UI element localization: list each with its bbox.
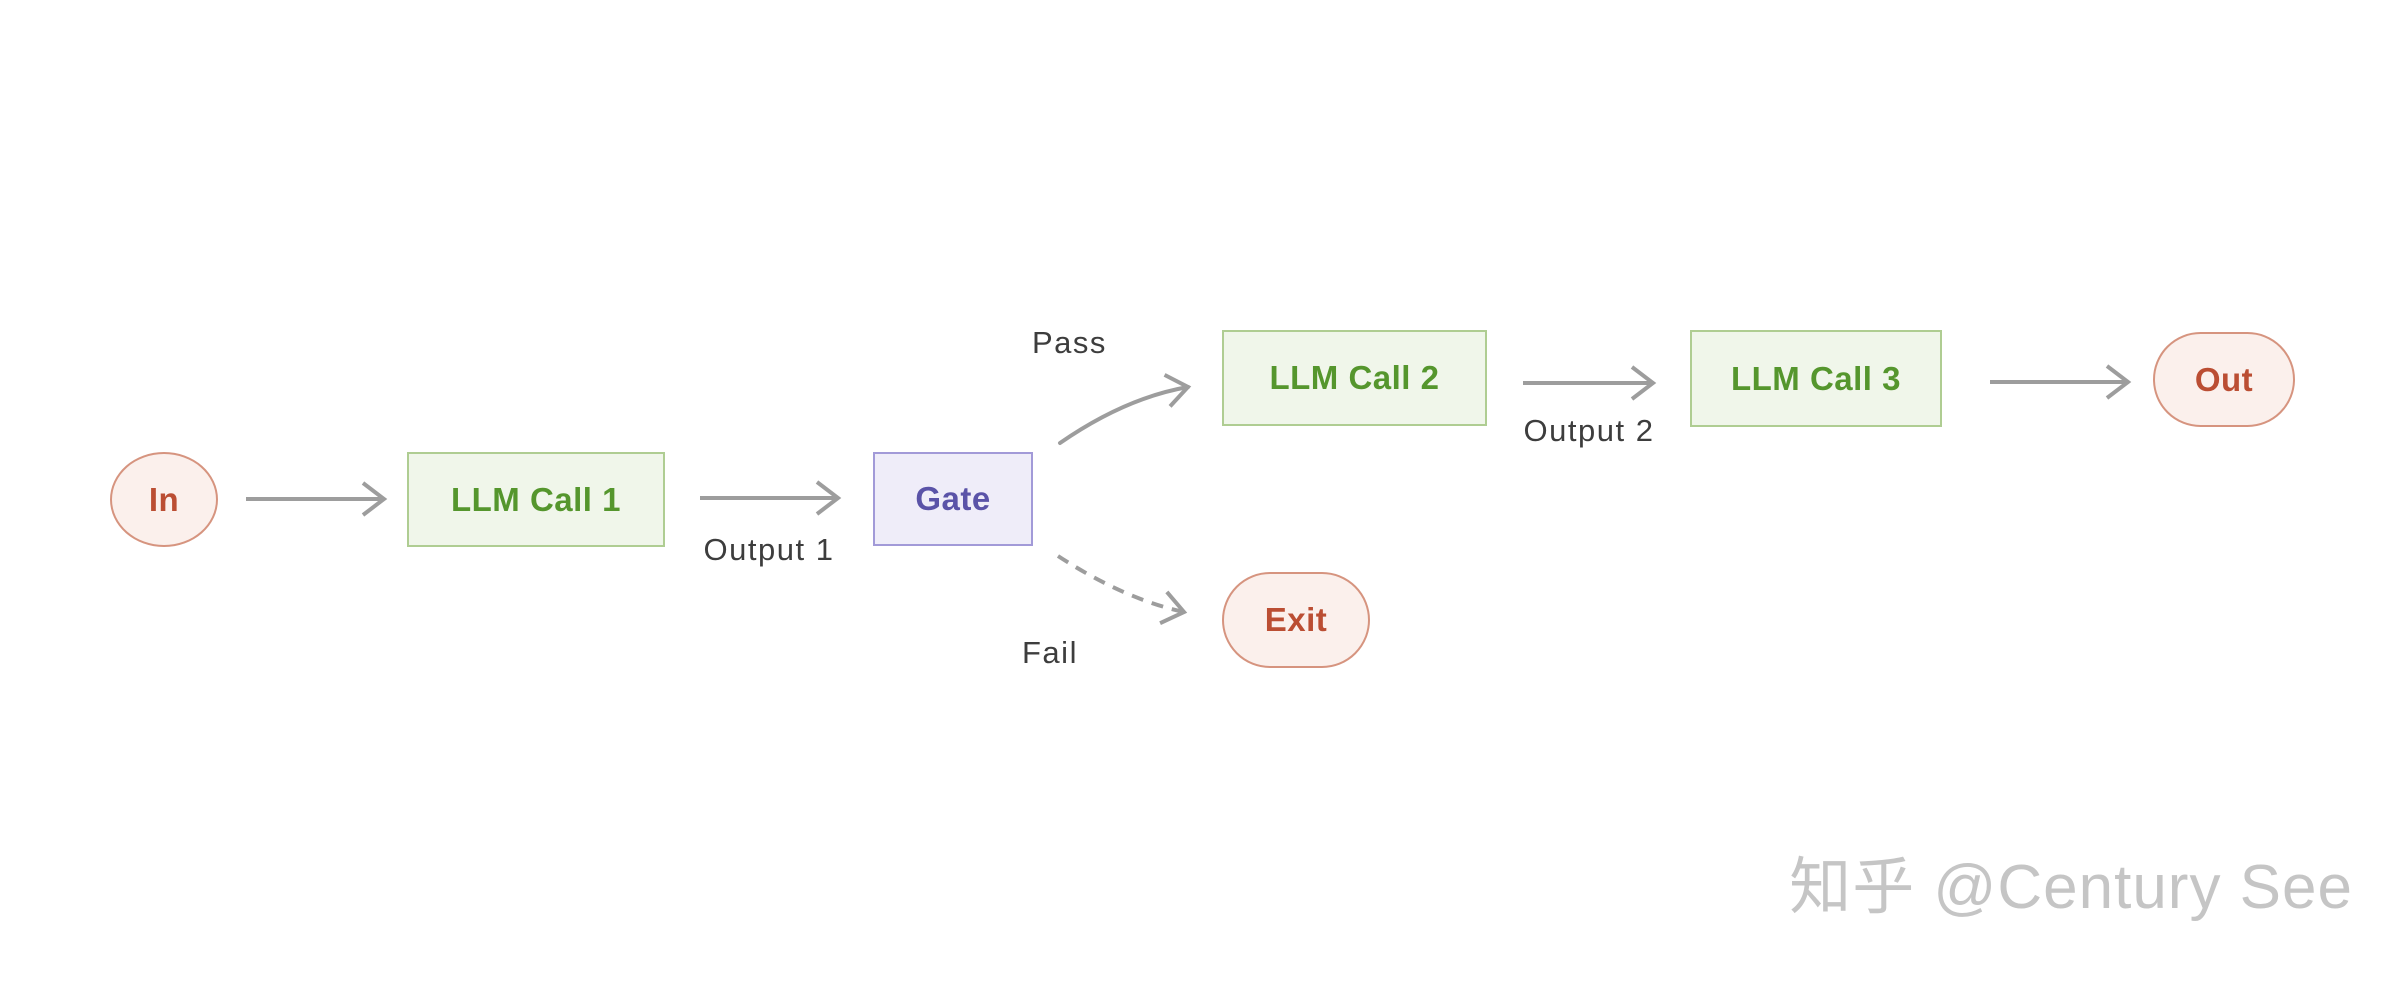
node-llm-call-1: LLM Call 1 [407,452,665,547]
node-exit-label: Exit [1264,601,1328,638]
node-exit: Exit [1222,572,1370,668]
node-out-label: Out [2194,360,2254,398]
node-llm-call-3-label: LLM Call 3 [1730,359,1902,397]
node-llm-call-2: LLM Call 2 [1222,330,1487,426]
edge-gate-pass-to-llm-call-2 [1058,373,1192,445]
edge-label-fail: Fail [1022,635,1078,670]
node-in: In [110,452,218,547]
node-gate: Gate [873,452,1033,546]
node-llm-call-1-label: LLM Call 1 [450,480,622,518]
node-out: Out [2153,332,2295,427]
watermark: 知乎 @Century See [1789,853,2353,922]
edge-label-pass: Pass [1032,325,1107,360]
node-llm-call-3: LLM Call 3 [1690,330,1942,427]
edge-gate-fail-to-exit [1056,554,1188,625]
node-gate-label: Gate [915,480,991,517]
node-llm-call-2-label: LLM Call 2 [1269,359,1440,396]
edge-label-output-2: Output 2 [1523,413,1655,448]
edge-label-output-1: Output 1 [703,532,835,567]
node-in-label: In [148,480,180,518]
